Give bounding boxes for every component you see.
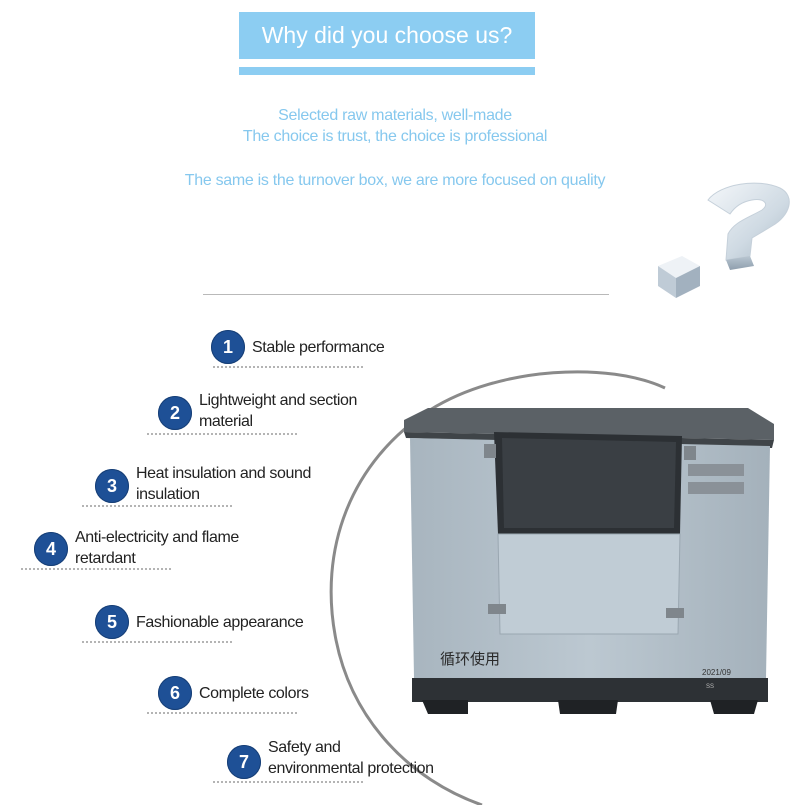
dotted-separator	[147, 433, 297, 435]
box-model-text: SS	[706, 684, 715, 690]
feature-number-badge: 5	[95, 605, 129, 639]
feature-number-badge: 4	[34, 532, 68, 566]
feature-number-badge: 3	[95, 469, 129, 503]
feature-number-badge: 7	[227, 745, 261, 779]
dotted-separator	[82, 641, 232, 643]
feature-label-line-2: insulation	[136, 486, 200, 503]
box-print-text: 循环使用	[440, 650, 501, 668]
feature-label-line-2: environmental protection	[268, 760, 434, 777]
feature-label: Stable performance	[252, 339, 385, 356]
tagline-3: The same is the turnover box, we are mor…	[184, 172, 606, 189]
section-title-banner: Why did you choose us?	[239, 12, 535, 59]
dotted-separator	[147, 712, 297, 714]
feature-label-line-2: retardant	[75, 550, 136, 567]
box-date-text: 2021/09	[702, 668, 731, 677]
feature-number-badge: 6	[158, 676, 192, 710]
feature-label-line-1: Anti-electricity and flame	[75, 529, 239, 546]
feature-number-badge: 2	[158, 396, 192, 430]
turnover-box-image	[404, 408, 774, 714]
tagline-2: The choice is trust, the choice is profe…	[242, 128, 548, 145]
tagline-1: Selected raw materials, well-made	[278, 107, 512, 124]
feature-label: Fashionable appearance	[136, 614, 304, 631]
feature-label-line-1: Safety and	[268, 739, 341, 756]
feature-label-line-2: material	[199, 413, 253, 430]
dotted-separator	[213, 366, 363, 368]
dotted-separator	[21, 568, 171, 570]
feature-number-badge: 1	[211, 330, 245, 364]
title-underline	[239, 67, 535, 75]
section-title: Why did you choose us?	[261, 22, 513, 48]
feature-label-line-1: Heat insulation and sound	[136, 465, 312, 482]
dotted-separator	[82, 505, 232, 507]
decorative-arc	[329, 370, 666, 805]
dotted-separator	[213, 781, 363, 783]
feature-label-line-1: Lightweight and section	[199, 392, 358, 409]
section-divider	[203, 294, 609, 295]
feature-label: Complete colors	[199, 685, 309, 702]
question-mark-3d-icon	[658, 182, 790, 298]
